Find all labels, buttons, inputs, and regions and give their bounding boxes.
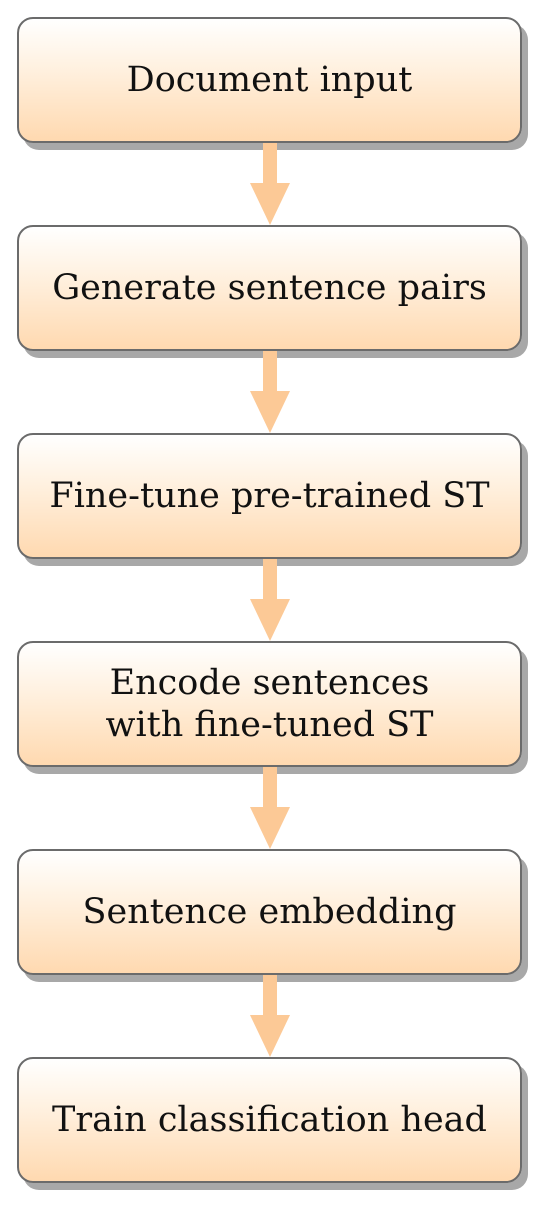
- step-label-line: Train classification head: [52, 1100, 487, 1140]
- step-label: Document input: [127, 59, 413, 101]
- flow-arrow-down: [250, 975, 290, 1057]
- step-label-line: with fine-tuned ST: [105, 705, 434, 745]
- step-train-classification-head: Train classification head: [17, 1057, 522, 1183]
- step-label-line: Generate sentence pairs: [52, 268, 487, 308]
- flow-arrow-down: [250, 767, 290, 849]
- step-generate-sentence-pairs: Generate sentence pairs: [17, 225, 522, 351]
- step-label: Sentence embedding: [83, 891, 457, 933]
- flow-arrow-down: [250, 351, 290, 433]
- step-label: Fine-tune pre-trained ST: [49, 475, 489, 517]
- flow-arrow-down: [250, 559, 290, 641]
- step-fine-tune-st: Fine-tune pre-trained ST: [17, 433, 522, 559]
- step-label: Encode sentences with fine-tuned ST: [105, 662, 433, 746]
- step-encode-sentences: Encode sentences with fine-tuned ST: [17, 641, 522, 767]
- step-label-line: Document input: [126, 60, 413, 100]
- step-sentence-embedding: Sentence embedding: [17, 849, 522, 975]
- step-document-input: Document input: [17, 17, 522, 143]
- step-label-line: Fine-tune pre-trained ST: [49, 476, 490, 516]
- step-label-line: Sentence embedding: [82, 892, 457, 932]
- flow-arrow-down: [250, 143, 290, 225]
- step-label: Train classification head: [52, 1099, 487, 1141]
- step-label: Generate sentence pairs: [52, 267, 487, 309]
- step-label-line: Encode sentences: [109, 663, 430, 703]
